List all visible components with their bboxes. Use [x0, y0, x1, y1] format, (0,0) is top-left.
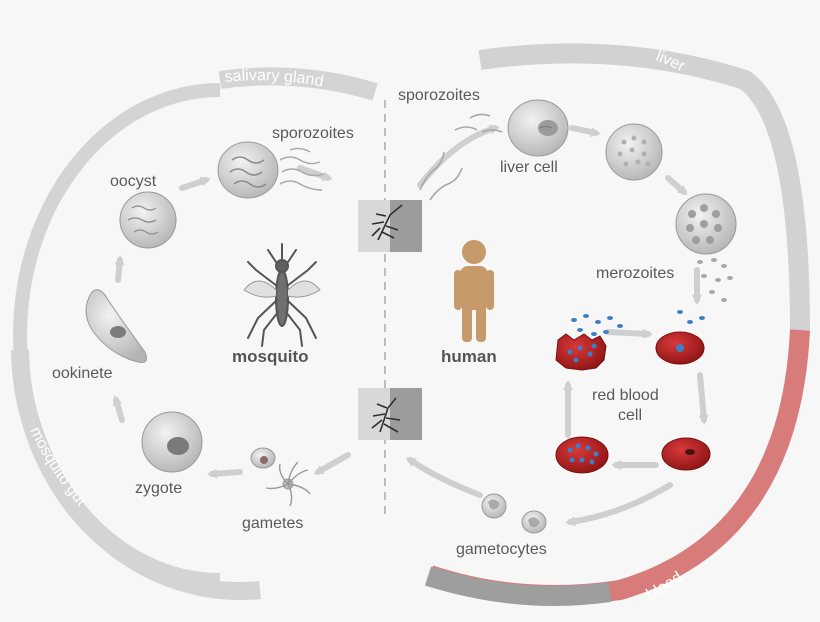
- arrow-liver-cell-to-schizont: [569, 125, 601, 137]
- red-blood-cell-icon: [655, 331, 705, 365]
- mosquito-label: mosquito: [232, 347, 309, 366]
- gametocytes-label: gametocytes: [456, 541, 547, 558]
- sporozoites-mosquito-label: sporozoites: [272, 125, 354, 142]
- arrow-sporozoites-to-gland: [297, 165, 333, 182]
- bite-box-bottom: [358, 388, 422, 440]
- mosquito-ring: [11, 67, 378, 600]
- biting-mosquito-icon: [371, 204, 403, 241]
- salivary-sporozoite-cluster: [217, 141, 325, 199]
- liver-schizont-icon: [605, 123, 663, 181]
- gametes-label: gametes: [242, 515, 303, 532]
- gametes-icon: [250, 447, 311, 507]
- oocyst-label: oocyst: [110, 173, 157, 190]
- mature-schizont-icon: [675, 193, 737, 302]
- mosquito-gut-band: [11, 349, 261, 600]
- arrow-merozoites-to-rbc: [605, 328, 653, 339]
- mosquito-icon: [243, 243, 321, 347]
- merozoites-label: merozoites: [596, 265, 674, 282]
- ookinete-label: ookinete: [52, 365, 113, 382]
- ookinete-icon: [85, 289, 147, 363]
- sporozoites-human-label: sporozoites: [398, 87, 480, 104]
- arrow-to-sporozoites: [179, 176, 211, 191]
- arrow-rbc-down: [697, 372, 709, 425]
- mosquito-cycle-arrows: [112, 165, 351, 479]
- salivary-gland-arc: [218, 67, 378, 101]
- feeding-mosquito-icon: [371, 397, 401, 433]
- arrow-to-gametes: [313, 452, 351, 475]
- ring-stage-rbc-icon: [661, 437, 711, 471]
- blood-arc-gray-end: [424, 566, 612, 606]
- red-blood-cell-label-line2: cell: [618, 407, 642, 424]
- human-label: human: [441, 347, 497, 366]
- injected-sporozoites: [419, 113, 503, 201]
- gametocytes-icon: [481, 493, 547, 534]
- zygote-label: zygote: [135, 480, 182, 497]
- liver-arc: [478, 43, 810, 331]
- liver-cell-icon: [507, 99, 569, 157]
- human-cycle-arrows: [405, 124, 709, 527]
- arrow-to-zygote: [207, 468, 243, 479]
- ruptured-rbc-icon: [555, 333, 607, 371]
- blood-merozoites: [571, 310, 705, 336]
- red-blood-cell-label-line1: red blood: [592, 387, 659, 404]
- oocyst-icon: [119, 191, 177, 249]
- released-merozoites: [697, 258, 733, 302]
- arrow-gametocytes-to-mosquito: [405, 457, 483, 498]
- zygote-icon: [141, 411, 203, 473]
- human-icon: [454, 240, 494, 342]
- human-ring: [424, 43, 810, 606]
- bite-box-top: [358, 200, 422, 252]
- schizont-rbc-icon: [555, 436, 609, 474]
- liver-cell-label: liver cell: [500, 159, 558, 176]
- arrow-to-oocyst: [114, 255, 125, 283]
- arrow-to-ookinete: [112, 395, 125, 423]
- arrow-schizont-growth: [665, 175, 688, 196]
- arrow-to-gametocytes: [565, 482, 673, 527]
